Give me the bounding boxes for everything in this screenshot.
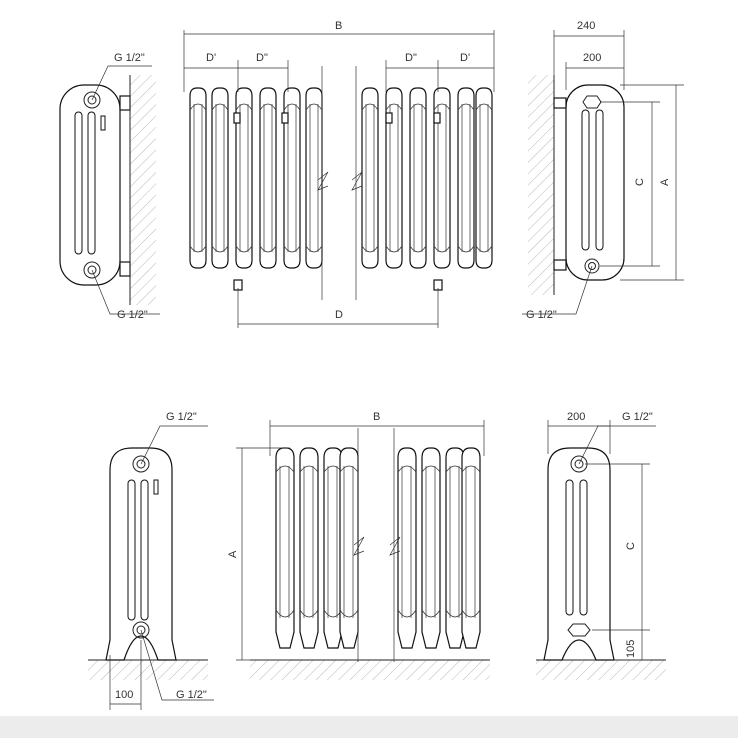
outlet-connection-icon — [132, 621, 150, 639]
label-200-top: 200 — [583, 52, 601, 64]
floor-hatch — [88, 660, 208, 680]
side-slot — [87, 111, 96, 255]
label-d: D — [335, 309, 343, 321]
label-g-br: G 1/2" — [622, 411, 653, 423]
floor-hatch — [536, 660, 666, 680]
inlet-connection-icon — [83, 91, 101, 109]
label-a-bottom: A — [227, 550, 239, 558]
leader-line — [91, 65, 152, 101]
wall-hatch — [130, 75, 156, 305]
front-view-wall-mounted: B D' D" D" D' D — [183, 20, 495, 328]
break-symbol — [317, 171, 329, 191]
outlet-connection-icon — [584, 258, 600, 274]
break-symbol — [389, 536, 401, 556]
wall-bracket — [119, 261, 131, 277]
label-d-prime-left: D' — [206, 52, 216, 64]
label-g-bl-top: G 1/2" — [166, 411, 197, 423]
label-b-bottom: B — [373, 411, 380, 423]
side-slot — [74, 111, 83, 255]
footer-band — [0, 716, 738, 738]
side-view-wall-mounted-right: 240 200 C A G 1/2" — [522, 20, 684, 321]
side-view-wall-mounted-left: G 1/2" G 1/2" — [59, 52, 160, 321]
label-100: 100 — [115, 689, 133, 701]
label-g-bl-bottom: G 1/2" — [176, 689, 207, 701]
front-view-floor-standing: B A — [227, 411, 490, 680]
leader-line — [91, 269, 160, 315]
side-view-floor-standing-left: G 1/2" G 1/2" 100 — [88, 411, 214, 710]
label-d-double-prime-right: D" — [405, 52, 417, 64]
label-200-bottom: 200 — [567, 411, 585, 423]
leader-line — [522, 265, 593, 315]
label-d-prime-right: D' — [460, 52, 470, 64]
label-c-bottom: C — [625, 542, 637, 550]
inlet-connection-icon — [132, 455, 150, 473]
label-a-top: A — [659, 178, 671, 186]
label-105: 105 — [625, 640, 637, 658]
side-view-floor-standing-right: 200 G 1/2" C 105 — [536, 411, 666, 680]
label-c-top: C — [634, 178, 646, 186]
label-240: 240 — [577, 20, 595, 32]
label-d-double-prime-left: D" — [256, 52, 268, 64]
plug-hex-icon — [582, 95, 602, 109]
wall-hatch — [528, 75, 554, 295]
leader-line — [140, 629, 214, 701]
side-slot-small — [100, 115, 106, 131]
label-g-bottom-right: G 1/2" — [526, 309, 557, 321]
wall-bracket — [119, 95, 131, 111]
leader-line — [578, 425, 656, 465]
label-g-bottom-left: G 1/2" — [117, 309, 148, 321]
outlet-connection-icon — [83, 261, 101, 279]
label-b-top: B — [335, 20, 342, 32]
leader-line — [140, 425, 208, 465]
break-symbol — [351, 171, 363, 191]
label-g-top-left: G 1/2" — [114, 52, 145, 64]
break-symbol — [353, 536, 365, 556]
plug-hex-icon — [567, 623, 591, 637]
radiator-side-body — [543, 447, 615, 661]
floor-hatch — [250, 660, 490, 680]
radiator-side-body — [565, 84, 625, 281]
